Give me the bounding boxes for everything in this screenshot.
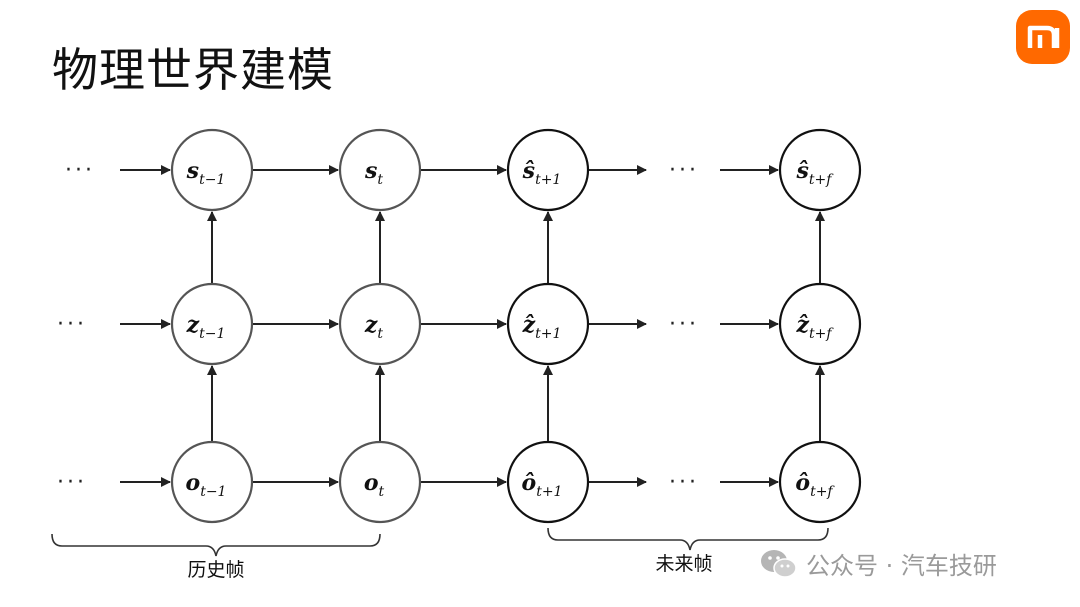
node-z-t: zt	[338, 282, 422, 366]
node-z-tplusf: ẑt+f	[778, 282, 862, 366]
frame-braces: 历史帧 未来帧	[51, 527, 829, 581]
node-s-tplusf: ŝt+f	[778, 128, 862, 212]
node-label: st−1	[186, 158, 226, 188]
wechat-icon	[760, 548, 798, 580]
ellipsis-s-past: ···	[65, 158, 95, 183]
node-s-tminus1: st−1	[170, 128, 254, 212]
node-label: ŝt+f	[796, 158, 835, 188]
node-z-tminus1: zt−1	[170, 282, 254, 366]
mi-logo	[1016, 10, 1070, 64]
edges	[120, 165, 825, 487]
watermark-text: 公众号 · 汽车技研	[806, 552, 997, 580]
node-o-tplus1: ôt+1	[506, 440, 590, 524]
node-label: zt	[364, 312, 384, 342]
watermark: 公众号 · 汽车技研	[760, 546, 997, 581]
mi-logo-mark	[1027, 25, 1060, 48]
ellipsis-s-future: ···	[669, 158, 699, 183]
node-label: ôt+1	[522, 470, 563, 500]
node-o-tminus1: ot−1	[170, 440, 254, 524]
ellipses: ··· ··· ··· ··· ··· ···	[57, 158, 699, 495]
ellipsis-o-future: ···	[669, 470, 699, 495]
node-label: ẑt+1	[522, 312, 562, 342]
node-label: zt−1	[186, 312, 226, 342]
history-brace	[51, 533, 381, 557]
future-frames-label: 未来帧	[655, 553, 712, 575]
ellipsis-o-past: ···	[57, 470, 87, 495]
future-brace	[547, 527, 829, 551]
slide-title: 物理世界建模	[52, 43, 334, 97]
node-label: ŝt+1	[522, 158, 562, 188]
node-label: ôt+f	[795, 470, 835, 500]
node-label: st	[364, 158, 383, 188]
ellipsis-z-future: ···	[669, 312, 699, 337]
node-z-tplus1: ẑt+1	[506, 282, 590, 366]
history-frames-label: 历史帧	[187, 559, 244, 581]
node-s-tplus1: ŝt+1	[506, 128, 590, 212]
nodes: st−1 st ŝt+1 ŝt+f zt−1 zt ẑt+1 ẑt+f ot−1 ot ô…	[170, 128, 862, 524]
ellipsis-z-past: ···	[57, 312, 87, 337]
node-o-t: ot	[338, 440, 422, 524]
node-o-tplusf: ôt+f	[778, 440, 862, 524]
node-label: ot	[364, 470, 385, 500]
node-label: ot−1	[186, 470, 227, 500]
node-label: ẑt+f	[795, 312, 834, 342]
node-s-t: st	[338, 128, 422, 212]
